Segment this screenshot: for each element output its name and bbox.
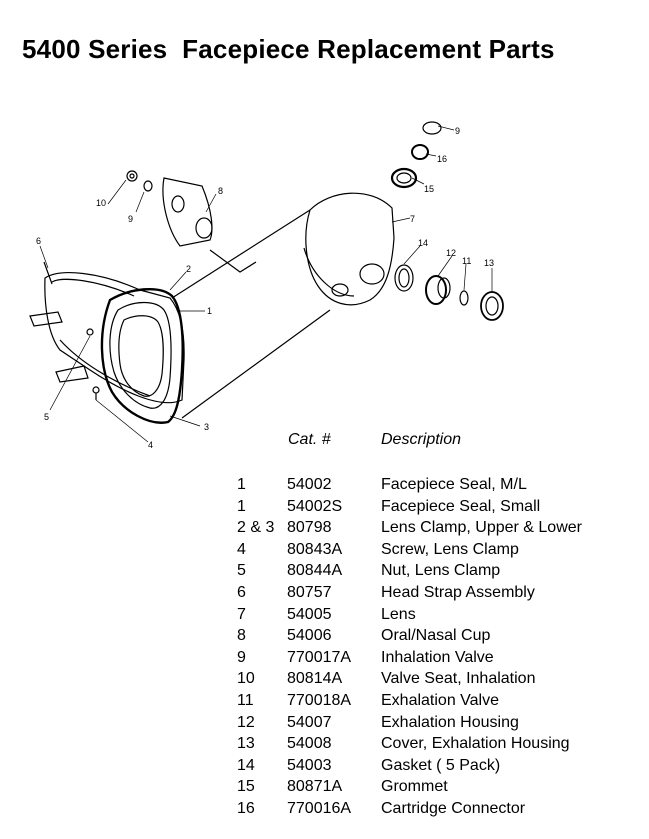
callout-16: 16 — [437, 154, 447, 164]
part-description: Grommet — [381, 778, 448, 796]
part-description: Exhalation Housing — [381, 713, 519, 731]
catalog-number: 54006 — [287, 627, 332, 645]
exploded-parts-diagram: 1 2 3 4 5 6 7 8 9 10 9 11 12 13 14 15 16 — [0, 100, 649, 460]
parts-row: 2 & 3 80798 Lens Clamp, Upper & Lower — [237, 517, 637, 539]
part-description: Screw, Lens Clamp — [381, 540, 519, 558]
item-number: 10 — [237, 670, 255, 688]
part-description: Gasket ( 5 Pack) — [381, 756, 501, 774]
callout-9-left: 9 — [128, 214, 133, 224]
parts-row: 16 770016A Cartridge Connector — [237, 798, 637, 820]
page-title: 5400 Series Facepiece Replacement Parts — [22, 34, 555, 64]
part-description: Nut, Lens Clamp — [381, 562, 501, 580]
exhalation-parts — [394, 264, 504, 321]
part-description: Cover, Exhalation Housing — [381, 735, 570, 753]
callout-labels: 1 2 3 4 5 6 7 8 9 10 9 11 12 13 14 15 16 — [36, 126, 494, 450]
part-description: Facepiece Seal, Small — [381, 497, 541, 515]
callout-7: 7 — [410, 214, 415, 224]
parts-row: 12 54007 Exhalation Housing — [237, 712, 637, 734]
callout-14: 14 — [418, 238, 428, 248]
part-description: Exhalation Valve — [381, 691, 499, 709]
callout-11: 11 — [462, 256, 471, 266]
part-description: Lens Clamp, Upper & Lower — [381, 519, 582, 537]
parts-row: 10 80814A Valve Seat, Inhalation — [237, 668, 637, 690]
cartridge-connector-parts — [390, 121, 442, 189]
item-number: 9 — [237, 648, 246, 666]
parts-row: 6 80757 Head Strap Assembly — [237, 582, 637, 604]
facepiece-seal — [100, 287, 184, 424]
description-header: Description — [381, 431, 462, 448]
parts-row: 5 80844A Nut, Lens Clamp — [237, 560, 637, 582]
catalog-number-header: Cat. # — [288, 431, 331, 448]
item-number: 4 — [237, 540, 246, 558]
callout-15: 15 — [424, 184, 434, 194]
item-number: 6 — [237, 583, 246, 601]
callout-9-top: 9 — [455, 126, 460, 136]
part-description: Valve Seat, Inhalation — [381, 670, 536, 688]
catalog-number: 770017A — [287, 648, 352, 666]
part-description: Head Strap Assembly — [381, 583, 535, 601]
catalog-number: 80871A — [287, 778, 343, 796]
item-number: 7 — [237, 605, 246, 623]
item-number: 14 — [237, 756, 255, 774]
catalog-number: 54005 — [287, 605, 332, 623]
callout-2: 2 — [186, 264, 191, 274]
parts-row: 1 54002S Facepiece Seal, Small — [237, 496, 637, 518]
catalog-number: 54002 — [287, 476, 332, 493]
item-number: 1 — [237, 476, 246, 493]
callout-13: 13 — [484, 258, 494, 268]
catalog-number: 80844A — [287, 562, 343, 580]
callout-6: 6 — [36, 236, 41, 246]
item-number: 1 — [237, 497, 246, 515]
part-description: Oral/Nasal Cup — [381, 627, 491, 645]
catalog-number: 80814A — [287, 670, 343, 688]
item-number: 8 — [237, 627, 246, 645]
diagram-canvas: 1 2 3 4 5 6 7 8 9 10 9 11 12 13 14 15 16 — [29, 121, 504, 450]
catalog-number: 770016A — [287, 799, 352, 817]
inhalation-valve-parts — [126, 170, 153, 192]
parts-row: 1 54002 Facepiece Seal, M/L — [237, 474, 637, 496]
oral-nasal-cup — [162, 177, 213, 247]
catalog-number: 54008 — [287, 735, 332, 753]
parts-row: 9 770017A Inhalation Valve — [237, 647, 637, 669]
parts-row: 15 80871A Grommet — [237, 776, 637, 798]
parts-row: 8 54006 Oral/Nasal Cup — [237, 625, 637, 647]
parts-row: 7 54005 Lens — [237, 604, 637, 626]
callout-5: 5 — [44, 412, 49, 422]
callout-10: 10 — [96, 198, 106, 208]
parts-row: 13 54008 Cover, Exhalation Housing — [237, 733, 637, 755]
part-description: Cartridge Connector — [381, 799, 526, 817]
item-number: 2 & 3 — [237, 519, 275, 537]
strap-buckles — [29, 261, 89, 383]
callout-1: 1 — [207, 306, 212, 316]
catalog-number: 770018A — [287, 691, 352, 709]
parts-row: 14 54003 Gasket ( 5 Pack) — [237, 755, 637, 777]
item-number: 11 — [237, 691, 254, 709]
catalog-number: 80798 — [287, 519, 332, 537]
part-description: Facepiece Seal, M/L — [381, 476, 527, 493]
item-number: 16 — [237, 799, 255, 817]
catalog-number: 54002S — [287, 497, 343, 515]
callout-8: 8 — [218, 186, 223, 196]
part-description: Inhalation Valve — [381, 648, 494, 666]
leader-lines — [39, 125, 493, 443]
item-number: 15 — [237, 778, 255, 796]
callout-4: 4 — [148, 440, 153, 450]
item-number: 5 — [237, 562, 246, 580]
lens-clamp-screw — [86, 328, 100, 400]
parts-row: 11 770018A Exhalation Valve — [237, 690, 637, 712]
lens — [303, 192, 395, 306]
catalog-number: 54003 — [287, 756, 332, 774]
facepiece-frame — [44, 272, 185, 404]
part-description: Lens — [381, 605, 416, 623]
parts-list: 1 54002 Facepiece Seal, M/L 1 54002S Fac… — [237, 474, 637, 820]
catalog-number: 80757 — [287, 583, 332, 601]
callout-3: 3 — [204, 422, 209, 432]
item-number: 12 — [237, 713, 255, 731]
catalog-number: 54007 — [287, 713, 332, 731]
catalog-number: 80843A — [287, 540, 343, 558]
callout-12: 12 — [446, 248, 456, 258]
projection-lines — [171, 209, 331, 419]
parts-row: 4 80843A Screw, Lens Clamp — [237, 539, 637, 561]
item-number: 13 — [237, 735, 255, 753]
